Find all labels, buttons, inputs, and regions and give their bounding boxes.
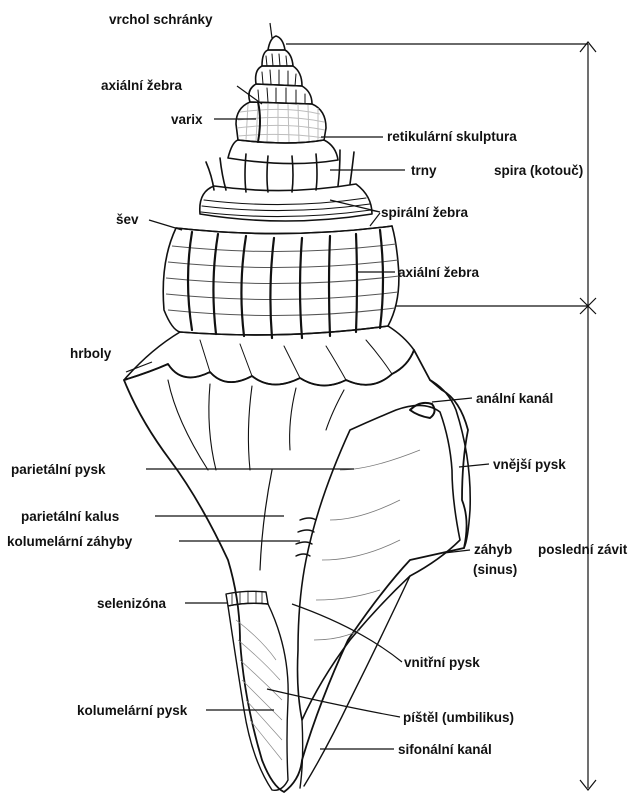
shell-drawing [124,36,470,792]
label-spire: spira (kotouč) [494,163,583,178]
label-knobs: hrboly [70,346,112,361]
label-spiral-ribs: spirální žebra [381,205,469,220]
label-suture: šev [116,212,139,227]
label-columellar-folds: kolumelární záhyby [7,534,133,549]
label-apex: vrchol schránky [109,12,213,27]
label-outer-lip: vnější pysk [493,457,566,472]
label-siphonal-canal: sifonální kanál [398,742,492,757]
label-parietal-callus: parietální kalus [21,509,119,524]
label-varix: varix [171,112,203,127]
label-sinus-1: záhyb [474,542,512,557]
label-axial-ribs-mid: axiální žebra [398,265,480,280]
label-selenizone: selenizóna [97,596,167,611]
label-reticulate: retikulární skulptura [387,129,517,144]
label-inner-lip: vnitřní pysk [404,655,480,670]
label-sinus-2: (sinus) [473,562,517,577]
label-columellar-lip: kolumelární pysk [77,703,188,718]
label-anal-canal: anální kanál [476,391,553,406]
label-body-whorl: poslední závit [538,542,628,557]
label-parietal-lip: parietální pysk [11,462,106,477]
label-axial-ribs-top: axiální žebra [101,78,183,93]
label-spines: trny [411,163,437,178]
label-umbilicus: píštěl (umbilikus) [403,710,514,725]
